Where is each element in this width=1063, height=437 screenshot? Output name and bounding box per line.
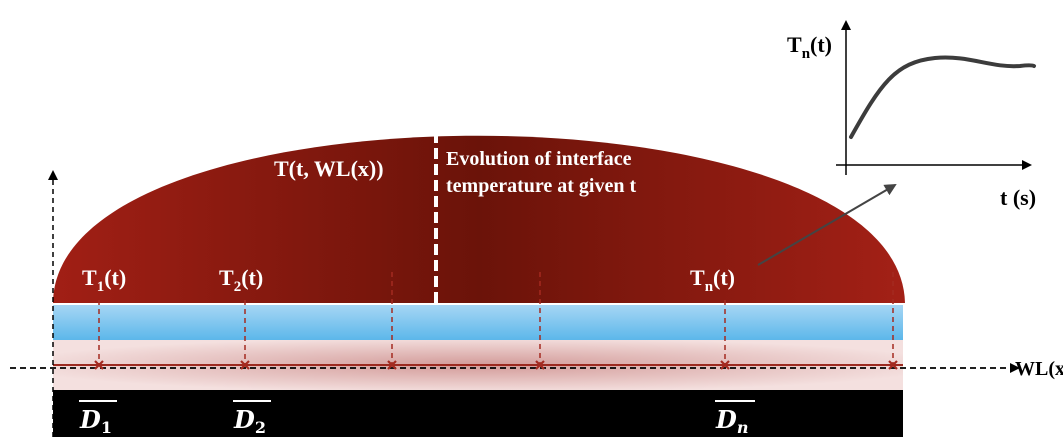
water-layer xyxy=(53,305,903,340)
probe-markers xyxy=(94,360,898,370)
inset-x-label: t (s) xyxy=(1000,185,1036,210)
svg-text:Dn: Dn xyxy=(715,405,748,437)
probe-label-tn: Tn(t) xyxy=(690,265,735,295)
evolution-label-line1: Evolution of interface xyxy=(446,148,632,170)
droplet-dome xyxy=(53,135,905,303)
inset-y-label: Tn(t) xyxy=(787,32,832,62)
probe-marker-4 xyxy=(535,360,545,370)
substrate-layer xyxy=(53,390,903,437)
probe-lines xyxy=(98,272,894,366)
evolution-arrow-head xyxy=(426,116,446,134)
probe-label-t1: T1(t) xyxy=(82,265,126,295)
d-label-n: Dn xyxy=(715,400,755,437)
inset-curve xyxy=(849,55,1036,139)
probe-marker-2 xyxy=(240,360,250,370)
probe-label-t2: T2(t) xyxy=(219,265,263,295)
d-label-2: D2 xyxy=(233,400,271,437)
evolution-label-line2: temperature at given t xyxy=(446,175,636,197)
probe-marker-5 xyxy=(720,360,730,370)
dome-label: T(t, WL(x)) xyxy=(274,156,384,181)
wl-axis-label: WL(x) xyxy=(1015,358,1063,380)
probe-marker-6 xyxy=(888,360,898,370)
svg-text:D1: D1 xyxy=(79,405,112,437)
probe-marker-1 xyxy=(94,360,104,370)
probe-marker-3 xyxy=(387,360,397,370)
d-label-1: D1 xyxy=(79,400,117,437)
connector-arrow xyxy=(757,183,897,266)
svg-text:D2: D2 xyxy=(233,405,266,437)
inset-chart: Tn(t) t (s) xyxy=(787,20,1036,210)
